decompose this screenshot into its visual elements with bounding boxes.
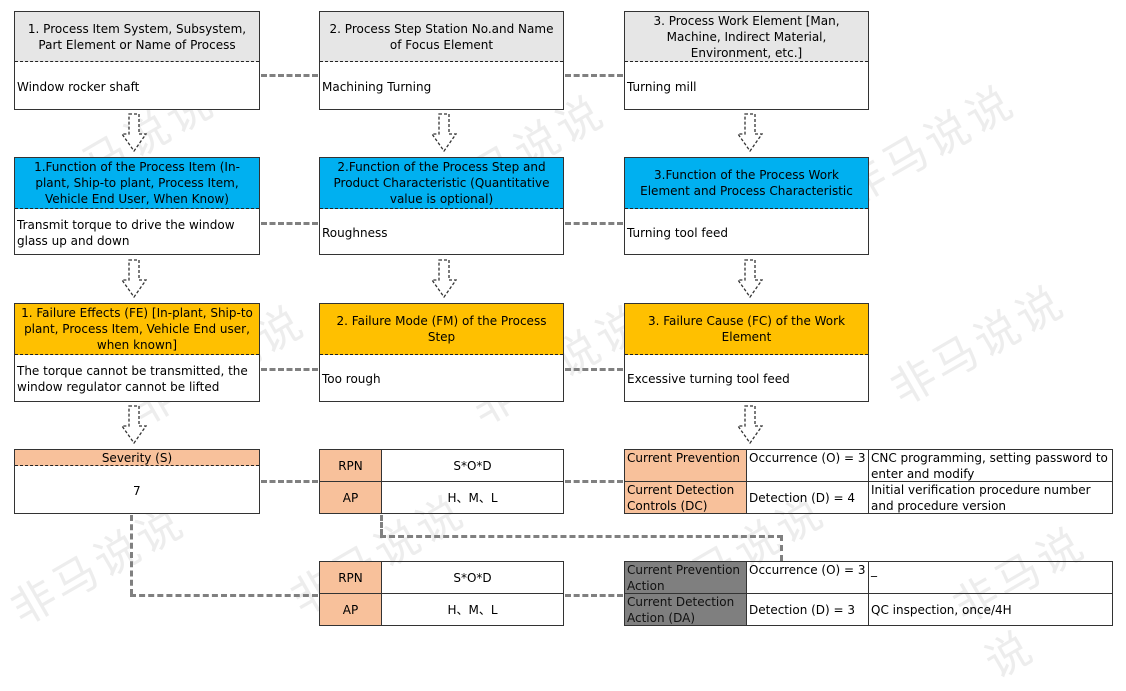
function-process-item-header: 1.Function of the Process Item (In-plant… — [15, 158, 259, 209]
ap-label: AP — [319, 593, 382, 626]
failure-effects-header: 1. Failure Effects (FE) [In-plant, Ship-… — [15, 304, 259, 355]
prevention-control-text: CNC programming, setting password to ent… — [868, 449, 1113, 482]
connector-line — [261, 222, 318, 225]
down-arrow-icon — [737, 113, 763, 153]
ap-value: H、M、L — [381, 481, 564, 514]
down-arrow-icon — [431, 113, 457, 153]
down-arrow-icon — [431, 259, 457, 299]
process-step-header: 2. Process Step Station No.and Name of F… — [320, 12, 563, 62]
process-step-value: Machining Turning — [322, 80, 432, 94]
severity-value: 7 — [133, 484, 141, 498]
connector-line — [130, 515, 133, 595]
connector-line — [380, 535, 783, 538]
connector-line — [380, 515, 383, 535]
connector-line — [130, 594, 318, 597]
connector-line — [565, 368, 623, 371]
prevention-action-label: Current Prevention Action — [624, 561, 747, 594]
connector-line — [261, 368, 318, 371]
failure-mode-value: Too rough — [322, 372, 381, 386]
connector-line — [780, 535, 783, 561]
down-arrow-icon — [737, 259, 763, 299]
down-arrow-icon — [121, 259, 147, 299]
function-work-element-box: 3.Function of the Process Work Element a… — [624, 157, 869, 255]
occurrence-rating: Occurrence (O) = 3 — [746, 449, 869, 482]
failure-effects-value: The torque cannot be transmitted, the wi… — [17, 364, 248, 394]
connector-line — [565, 480, 623, 483]
rpn-value: S*O*D — [381, 449, 564, 482]
detection-rating: Detection (D) = 4 — [746, 481, 869, 514]
failure-cause-header: 3. Failure Cause (FC) of the Work Elemen… — [625, 304, 868, 355]
function-work-element-header: 3.Function of the Process Work Element a… — [625, 158, 868, 209]
failure-cause-box: 3. Failure Cause (FC) of the Work Elemen… — [624, 303, 869, 402]
process-item-box: 1. Process Item System, Subsystem, Part … — [14, 11, 260, 110]
current-detection-label: Current Detection Controls (DC) — [624, 481, 747, 514]
severity-box: Severity (S) 7 — [14, 449, 260, 514]
detection-action-text: QC inspection, once/4H — [868, 593, 1113, 626]
detection-action-label: Current Detection Action (DA) — [624, 593, 747, 626]
function-process-item-value: Transmit torque to drive the window glas… — [17, 218, 235, 248]
ap-value: H、M、L — [381, 593, 564, 626]
detection-rating: Detection (D) = 3 — [746, 593, 869, 626]
rpn-label: RPN — [319, 561, 382, 594]
failure-mode-header: 2. Failure Mode (FM) of the Process Step — [320, 304, 563, 355]
connector-line — [261, 74, 318, 77]
function-process-item-box: 1.Function of the Process Item (In-plant… — [14, 157, 260, 255]
detection-control-text: Initial verification procedure number an… — [868, 481, 1113, 514]
process-step-box: 2. Process Step Station No.and Name of F… — [319, 11, 564, 110]
down-arrow-icon — [121, 405, 147, 445]
work-element-box: 3. Process Work Element [Man, Machine, I… — [624, 11, 869, 110]
failure-cause-value: Excessive turning tool feed — [627, 372, 790, 386]
process-item-value: Window rocker shaft — [17, 80, 140, 94]
rpn-label: RPN — [319, 449, 382, 482]
prevention-action-text: _ — [868, 561, 1113, 594]
occurrence-rating: Occurrence (O) = 3 — [746, 561, 869, 594]
connector-line — [565, 74, 623, 77]
process-item-header: 1. Process Item System, Subsystem, Part … — [15, 12, 259, 62]
down-arrow-icon — [737, 405, 763, 445]
function-work-element-value: Turning tool feed — [627, 226, 728, 240]
ap-label: AP — [319, 481, 382, 514]
current-prevention-label: Current Prevention — [624, 449, 747, 482]
failure-effects-box: 1. Failure Effects (FE) [In-plant, Ship-… — [14, 303, 260, 402]
severity-header: Severity (S) — [15, 450, 259, 466]
failure-mode-box: 2. Failure Mode (FM) of the Process Step… — [319, 303, 564, 402]
connector-line — [565, 594, 623, 597]
work-element-value: Turning mill — [627, 80, 697, 94]
watermark: 非马说说 — [882, 275, 1075, 416]
connector-line — [565, 222, 623, 225]
function-process-step-value: Roughness — [322, 226, 388, 240]
function-process-step-box: 2.Function of the Process Step and Produ… — [319, 157, 564, 255]
down-arrow-icon — [121, 113, 147, 153]
connector-line — [261, 480, 318, 483]
function-process-step-header: 2.Function of the Process Step and Produ… — [320, 158, 563, 209]
rpn-value: S*O*D — [381, 561, 564, 594]
work-element-header: 3. Process Work Element [Man, Machine, I… — [625, 12, 868, 62]
